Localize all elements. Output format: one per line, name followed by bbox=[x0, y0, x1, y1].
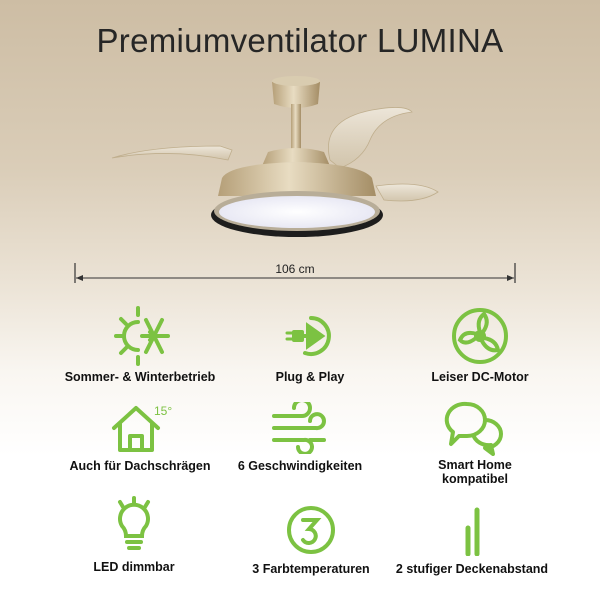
feature-color-temperatures: 3 Farbtemperaturen bbox=[211, 504, 411, 576]
feature-label: LED dimmbar bbox=[93, 560, 175, 574]
feature-label: 3 Farbtemperaturen bbox=[252, 562, 370, 576]
feature-label: 2 stufiger Deckenabstand bbox=[395, 562, 549, 576]
fan-motor-icon bbox=[452, 308, 508, 364]
light-bulb-icon bbox=[118, 496, 150, 550]
plug-play-icon bbox=[285, 316, 331, 356]
feature-dc-motor: Leiser DC-Motor bbox=[380, 306, 580, 384]
feature-label: 6 Geschwindigkeiten bbox=[237, 459, 363, 473]
dimension-line bbox=[74, 263, 516, 283]
sun-snowflake-icon bbox=[114, 306, 170, 366]
feature-smart-home: Smart Home kompatibel bbox=[375, 400, 575, 486]
feature-speeds: 6 Geschwindigkeiten bbox=[200, 402, 400, 473]
feature-label-line2: kompatibel bbox=[442, 472, 508, 486]
feature-summer-winter: Sommer- & Winterbetrieb bbox=[40, 306, 240, 384]
feature-label: Plug & Play bbox=[275, 370, 345, 384]
feature-label: Auch für Dachschrägen bbox=[69, 459, 211, 473]
feature-sloped-roof: 15° Auch für Dachschrägen bbox=[40, 402, 240, 473]
feature-label-line1: Smart Home bbox=[438, 458, 512, 472]
circled-three-icon bbox=[287, 506, 335, 554]
width-dimension: 106 cm bbox=[74, 258, 516, 288]
sloped-roof-house-icon: 15° bbox=[112, 404, 172, 452]
ceiling-fan-image bbox=[111, 76, 439, 237]
wind-icon bbox=[272, 402, 326, 454]
feature-label: Sommer- & Winterbetrieb bbox=[64, 370, 216, 384]
feature-plug-play: Plug & Play bbox=[210, 306, 410, 384]
dimension-label: 106 cm bbox=[275, 262, 315, 276]
page-title: Premiumventilator LUMINA bbox=[96, 22, 504, 59]
feature-led-dimmable: LED dimmbar bbox=[34, 496, 234, 574]
feature-ceiling-distance: 2 stufiger Deckenabstand bbox=[372, 504, 572, 576]
angle-text: 15° bbox=[154, 404, 172, 418]
chat-bubbles-icon bbox=[444, 401, 503, 456]
two-bars-icon bbox=[465, 507, 480, 556]
feature-label: Leiser DC-Motor bbox=[431, 370, 529, 384]
